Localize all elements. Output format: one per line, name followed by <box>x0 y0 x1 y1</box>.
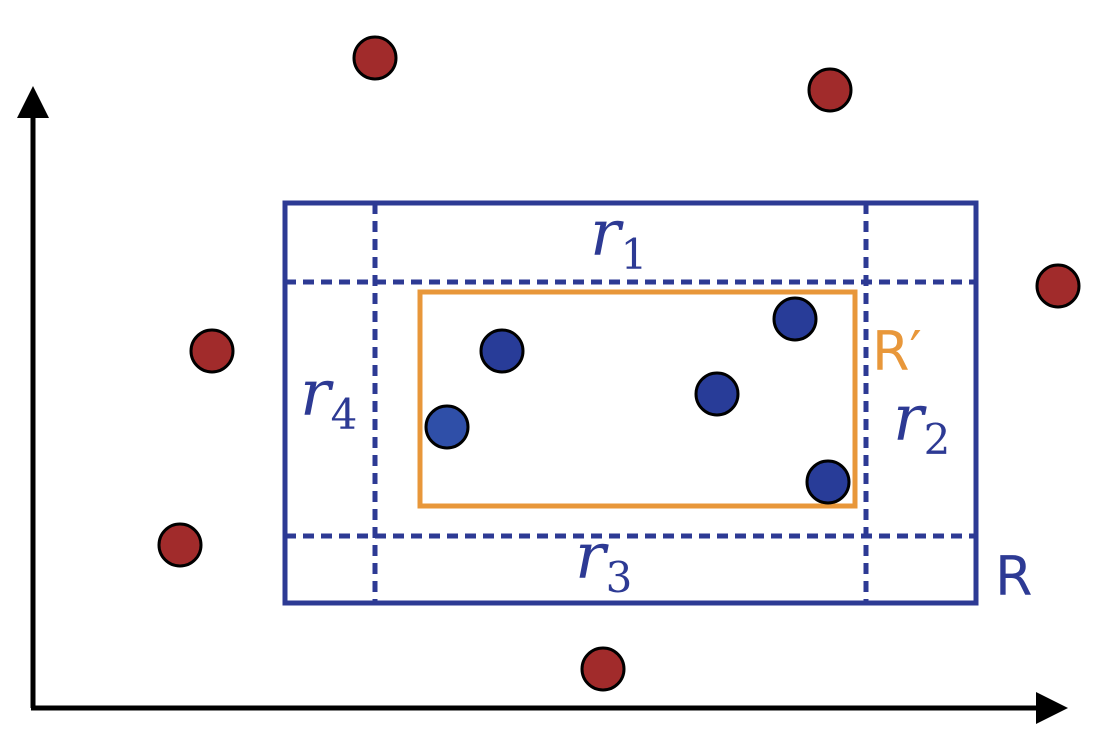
label-r2: r2 <box>893 382 950 464</box>
blue-point <box>479 328 525 374</box>
blue-point <box>694 371 740 417</box>
y-axis-arrowhead <box>17 86 49 118</box>
x-axis-arrowhead <box>1036 692 1068 724</box>
red-point <box>580 646 626 692</box>
blue-point <box>424 404 470 450</box>
blue-point <box>805 459 851 505</box>
region-R-rect <box>282 200 979 606</box>
region-R-prime-rect <box>417 289 858 509</box>
label-r3: r3 <box>575 520 632 602</box>
label-R-prime: R′ <box>872 320 922 383</box>
red-point <box>352 35 398 81</box>
axes <box>17 86 1068 724</box>
label-r1: r1 <box>590 197 647 279</box>
label-r4: r4 <box>300 357 357 439</box>
blue-point <box>772 296 818 342</box>
inside-points <box>424 296 851 505</box>
region-R <box>282 200 979 606</box>
red-point <box>807 67 853 113</box>
red-point <box>189 328 235 374</box>
label-R: R <box>995 545 1033 608</box>
outside-points <box>157 35 1081 692</box>
red-point <box>1035 263 1081 309</box>
red-point <box>157 522 203 568</box>
